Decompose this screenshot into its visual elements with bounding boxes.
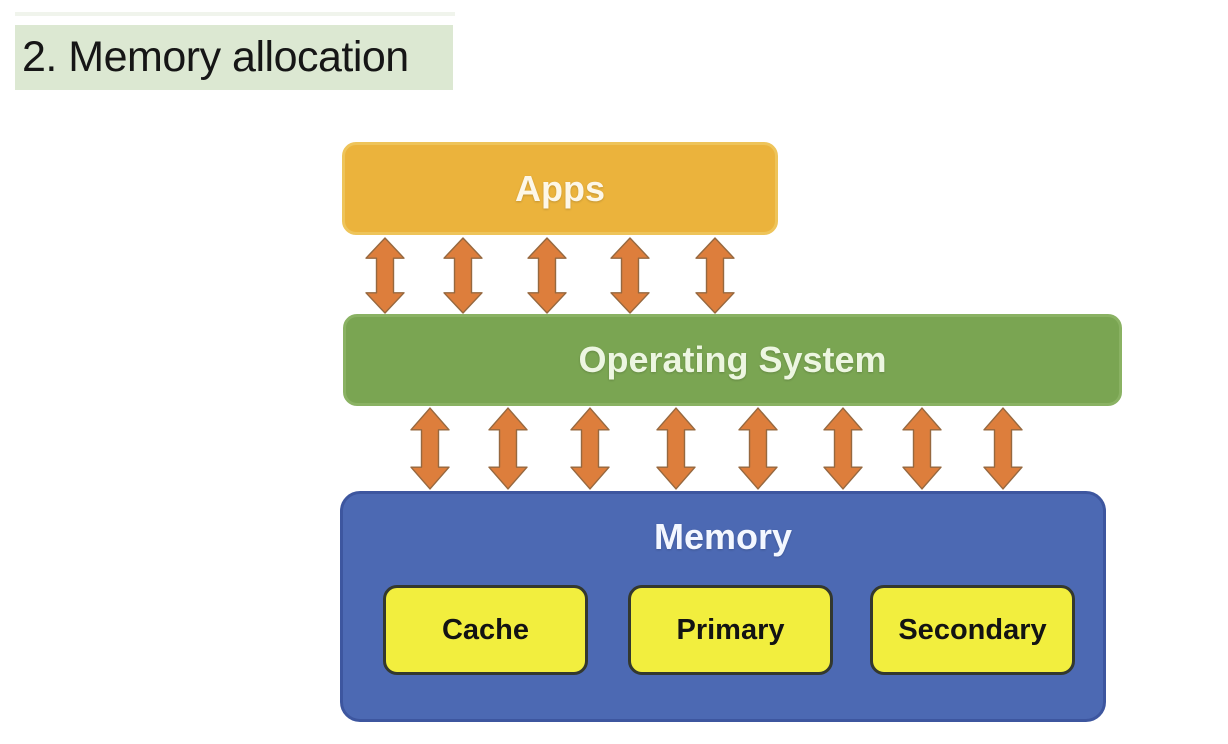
title-highlight-strip — [15, 12, 455, 16]
double-arrow-icon — [983, 407, 1023, 490]
cache-box: Cache — [383, 585, 588, 675]
secondary-box: Secondary — [870, 585, 1075, 675]
title-highlight: 2. Memory allocation — [15, 25, 453, 90]
cache-label: Cache — [441, 613, 530, 646]
double-arrow-icon — [488, 407, 528, 490]
double-arrow-icon — [610, 237, 650, 314]
double-arrow-icon — [823, 407, 863, 490]
double-arrow-icon — [695, 237, 735, 314]
double-arrow-icon — [443, 237, 483, 314]
double-arrow-icon — [902, 407, 942, 490]
double-arrow-icon — [365, 237, 405, 314]
primary-box: Primary — [628, 585, 833, 675]
double-arrow-icon — [570, 407, 610, 490]
memory-label: Memory — [653, 516, 793, 557]
operating-system-layer-box: Operating System — [343, 314, 1122, 406]
apps-layer-box: Apps — [342, 142, 778, 235]
double-arrow-icon — [410, 407, 450, 490]
double-arrow-icon — [527, 237, 567, 314]
apps-label: Apps — [515, 167, 605, 209]
operating-system-label: Operating System — [578, 339, 887, 380]
double-arrow-icon — [738, 407, 778, 490]
secondary-label: Secondary — [898, 613, 1047, 646]
primary-label: Primary — [676, 613, 785, 646]
double-arrow-icon — [656, 407, 696, 490]
page-title: 2. Memory allocation — [22, 33, 409, 81]
